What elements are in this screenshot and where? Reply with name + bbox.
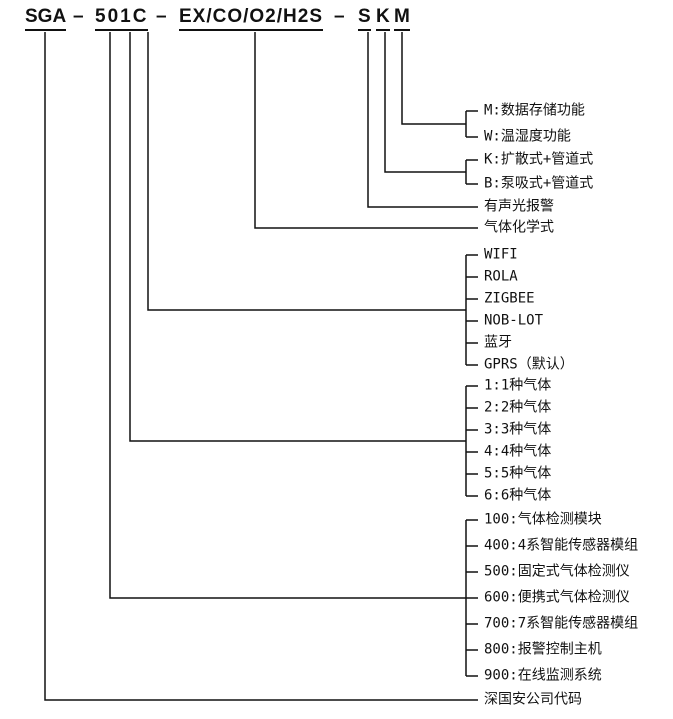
bracket-comm <box>465 254 478 366</box>
bracket-gas-count <box>465 385 478 497</box>
connector-sampling-line <box>384 32 466 173</box>
legend-item-series-900: 900:在线监测系统 <box>484 667 602 684</box>
model-dash: – <box>156 6 167 27</box>
model-gas-segment: EX/CO/O2/H2S <box>179 6 323 31</box>
legend-item-comm-wifi: WIFI <box>484 246 518 263</box>
model-suffix-k: K <box>376 6 390 31</box>
legend-item-gas-count-3: 3:3种气体 <box>484 421 552 438</box>
model-suffix-s: S <box>358 6 371 31</box>
connector-gas-count-line <box>129 32 466 442</box>
legend-item-series-400: 400:4系智能传感器模组 <box>484 537 639 554</box>
legend-item-gas-count-4: 4:4种气体 <box>484 443 552 460</box>
model-code: SGA – 501C – EX/CO/O2/H2S – S K M <box>0 6 673 34</box>
model-dash: – <box>334 6 345 27</box>
legend-item-series-500: 500:固定式气体检测仪 <box>484 563 630 580</box>
legend-item-alarm: 有声光报警 <box>484 198 554 215</box>
legend-item-sampling-b: B:泵吸式+管道式 <box>484 175 594 192</box>
legend-item-series-700: 700:7系智能传感器模组 <box>484 615 639 632</box>
legend-item-series-100: 100:气体检测模块 <box>484 511 602 528</box>
legend-item-gas-count-1: 1:1种气体 <box>484 377 552 394</box>
legend-item-gas-count-5: 5:5种气体 <box>484 465 552 482</box>
bracket-sampling <box>465 159 478 185</box>
legend-item-gas-formula: 气体化学式 <box>484 219 554 236</box>
connector-alarm-line <box>367 32 478 208</box>
connector-storage-line <box>401 32 466 125</box>
legend-item-series-800: 800:报警控制主机 <box>484 641 602 658</box>
legend-item-comm-zigbee: ZIGBEE <box>484 290 535 307</box>
model-series-segment: 501C <box>95 6 149 31</box>
connector-comm-line <box>147 32 466 311</box>
legend-item-gas-count-6: 6:6种气体 <box>484 487 552 504</box>
model-suffix-m: M <box>394 6 410 31</box>
legend-item-comm-noblot: NOB-LOT <box>484 312 544 329</box>
legend-item-storage-w: W:温湿度功能 <box>484 128 571 145</box>
bracket-storage <box>465 110 478 138</box>
legend-item-series-600: 600:便携式气体检测仪 <box>484 589 630 606</box>
model-dash: – <box>73 6 84 27</box>
legend-item-comm-rola: ROLA <box>484 268 518 285</box>
legend-item-company-code: 深国安公司代码 <box>484 691 582 708</box>
legend-item-gas-count-2: 2:2种气体 <box>484 399 552 416</box>
connector-formula-line <box>254 32 478 229</box>
model-company-segment: SGA <box>25 6 67 31</box>
legend-item-comm-bluetooth: 蓝牙 <box>484 334 512 351</box>
legend-item-sampling-k: K:扩散式+管道式 <box>484 151 594 168</box>
legend-item-storage-m: M:数据存储功能 <box>484 102 585 119</box>
connector-series-line <box>109 32 478 599</box>
bracket-series <box>465 519 478 677</box>
connector-company-line <box>44 32 478 701</box>
legend-item-comm-gprs: GPRS（默认） <box>484 356 574 373</box>
